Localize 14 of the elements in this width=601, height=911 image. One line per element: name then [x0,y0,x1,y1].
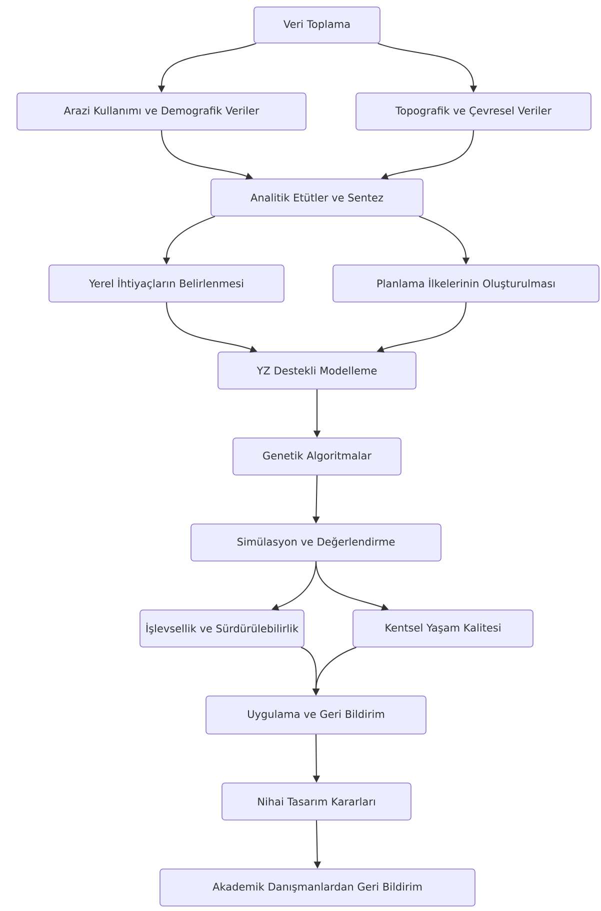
process-box: Arazi Kullanımı ve Demografik Veriler [16,92,306,130]
process-box: Uygulama ve Geri Bildirim [206,696,426,734]
process-box: İşlevsellik ve Sürdürülebilirlik [140,610,304,648]
process-box: Akademik Danışmanlardan Geri Bildirim [160,868,476,906]
process-box: Analitik Etütler ve Sentez [210,178,424,216]
process-box: Yerel İhtiyaçların Belirlenmesi [48,264,284,302]
process-box: YZ Destekli Modelleme [218,352,416,390]
process-box: Kentsel Yaşam Kalitesi [352,610,534,648]
process-box: Nihai Tasarım Kararları [222,782,412,820]
process-box: Planlama İlkelerinin Oluşturulması [332,264,600,302]
process-box: Topografik ve Çevresel Veriler [356,92,592,130]
process-box: Genetik Algoritmalar [232,438,402,476]
process-box: Veri Toplama [254,6,380,44]
process-box: Simülasyon ve Değerlendirme [190,524,442,562]
